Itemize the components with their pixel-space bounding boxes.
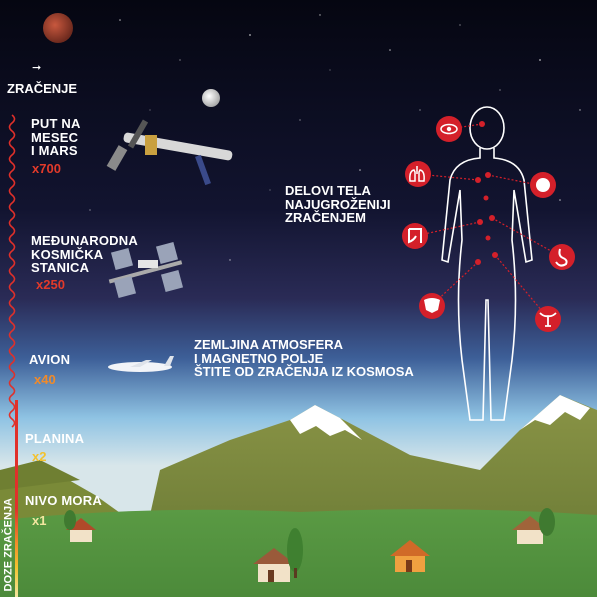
level-label-airplane: AVION [29,352,71,367]
airplane [108,356,174,372]
tree-left [64,510,76,530]
uterus-icon [535,306,561,332]
dose-bar [15,400,18,597]
human-body-outline [441,106,533,421]
iss-station [108,241,184,299]
thyroid-icon [530,172,556,198]
level-label-moon-mars: PUT NA MESEC I MARS [31,116,81,159]
tree-center [287,528,303,578]
stomach-icon [549,244,575,270]
arrow-right-icon: ➞ [32,61,42,74]
lungs-icon [405,161,431,187]
dose-axis-label: DOZE ZRAČENJA [2,497,15,592]
level-multiplier-moon-mars: x700 [32,161,61,176]
house-orange [390,540,430,572]
stars [89,14,581,261]
radiation-title: ZRAČENJE [7,81,78,96]
level-label-sea-level: NIVO MORA [25,493,102,508]
atmosphere-text: ZEMLJINA ATMOSFERA I MAGNETNO POLJE ŠTIT… [194,337,414,380]
radiation-wave [8,114,16,428]
moon [202,89,220,107]
level-label-mountain: PLANINA [25,431,85,446]
spacecraft-mars [106,119,233,186]
body-parts-title: DELOVI TELA NAJUGROŽENIJI ZRAČENJEM [285,183,391,226]
level-multiplier-airplane: x40 [34,372,56,387]
house-center [253,548,295,582]
level-multiplier-sea-level: x1 [32,513,47,528]
organ-dots [475,121,498,265]
tree-right [539,508,555,536]
house-right [512,516,548,544]
mars-planet [43,13,73,43]
level-label-iss: MEĐUNARODNA KOSMIČKA STANICA [31,233,138,276]
eye-icon [436,116,462,142]
intestine-icon [402,223,428,249]
level-multiplier-iss: x250 [36,277,65,292]
level-multiplier-mountain: x2 [32,449,47,464]
pelvis-icon [419,293,445,319]
